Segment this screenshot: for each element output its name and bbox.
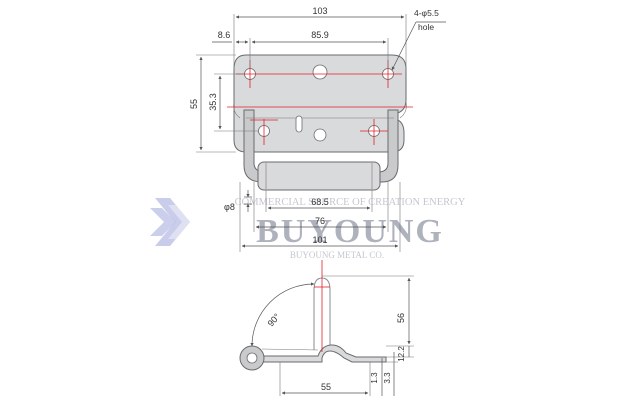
- top-view: 103 8.6 85.9 4-φ5.5 hole 55 35.3 φ8: [189, 6, 446, 252]
- dim-hole-spacing-horizontal: 85.9: [311, 30, 329, 40]
- brand-logo-icon: [150, 198, 190, 246]
- watermark-tagline: COMMERCIAL SOURCE OF CREATION ENERGY: [235, 197, 466, 208]
- center-lines: [227, 60, 413, 145]
- hole-callout-label: hole: [418, 22, 434, 32]
- dim-hole-spacing-vertical: 35.3: [208, 93, 218, 111]
- dim-base-length: 55: [321, 382, 331, 392]
- dim-step: 12.2: [397, 346, 406, 362]
- dim-side-height: 56: [396, 313, 406, 323]
- dim-rod-diameter: φ8: [224, 202, 235, 212]
- dim-inner-span: 76: [315, 216, 325, 226]
- dim-rotation-angle: 90°: [265, 311, 282, 328]
- dim-plate-thickness: 1.3: [370, 372, 379, 384]
- center-hole-upper: [312, 64, 328, 80]
- watermark-brand: BUYOUNG: [256, 213, 444, 250]
- dim-inner-offset: 8.6: [218, 30, 231, 40]
- side-base-plate: [261, 344, 387, 363]
- dim-height: 55: [189, 99, 199, 109]
- watermark-company: BUYOUNG METAL CO.: [290, 250, 384, 260]
- hole-callout-size: 4-φ5.5: [414, 8, 439, 18]
- center-hole-lower: [313, 128, 327, 142]
- dim-grip-length: 68.5: [311, 197, 329, 207]
- dim-offset: 3.3: [383, 372, 392, 384]
- dim-overall-width: 103: [312, 6, 327, 16]
- center-slot: [295, 115, 303, 133]
- dim-outer-span: 101: [312, 235, 327, 245]
- handle-grip: [257, 161, 381, 191]
- side-view: 90° 56 12.2 1.3 3.3 55: [239, 260, 414, 396]
- watermark: COMMERCIAL SOURCE OF CREATION ENERGY BUY…: [150, 197, 466, 260]
